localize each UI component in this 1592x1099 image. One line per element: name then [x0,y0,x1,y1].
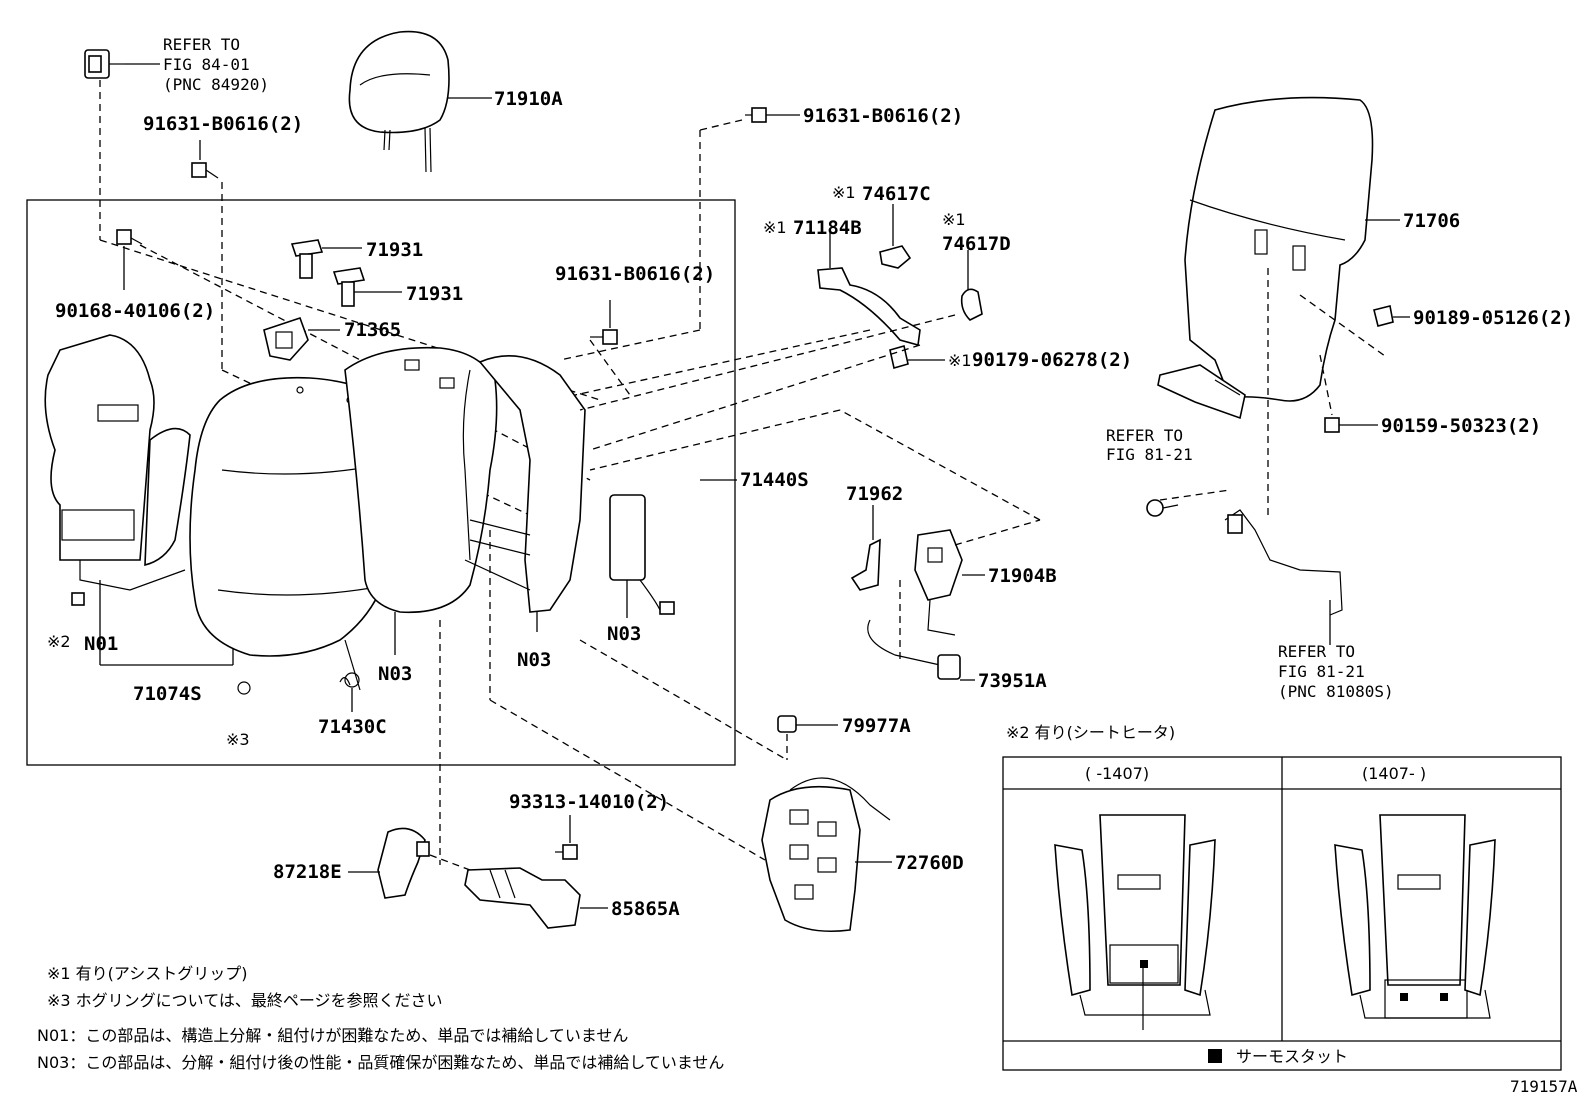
thermostat-marker [1440,993,1448,1001]
label-90168: 90168-40106(2) [55,300,215,322]
bolt-93313 [555,844,578,860]
motor-73951A [867,619,961,680]
heater-box-title: ※2 有り(シートヒータ) [1006,723,1175,742]
label-79977A: 79977A [842,715,911,737]
lumbar-plate-72760D [761,777,891,933]
clip-90179 [889,344,909,370]
seatback-pad-N03 [344,346,498,614]
lever-71962 [850,538,881,591]
label-90179: 90179-06278(2) [972,349,1132,371]
label-74617D: 74617D [942,233,1011,255]
screw-refer-81-21 [1146,499,1179,517]
refer-fig-81-21-b-l3: (PNC 81080S) [1278,682,1394,701]
bolt-91631-left [191,162,219,179]
label-71962: 71962 [846,483,903,505]
bolt-91631-top [745,107,767,123]
note-3: ※3 ホグリングについては、最終ページを参照ください [47,991,443,1010]
label-72760D: 72760D [895,852,964,874]
label-90179-mark: ※1 [948,351,972,370]
label-N03-c: N03 [607,623,641,645]
label-N03-a: N03 [378,663,412,685]
seat-heater-N01 [44,334,191,606]
label-71365: 71365 [344,319,401,341]
label-71910A: 71910A [494,88,563,110]
clip-79977A [777,715,797,733]
label-74617C-mark: ※1 [832,183,856,202]
label-mark-3: ※3 [226,730,250,749]
figure-id: 719157A [1510,1077,1578,1096]
label-N03-b: N03 [517,649,551,671]
seatback-assembly-frame [26,199,736,766]
refer-fig-81-21-a-l1: REFER TO [1106,426,1183,445]
bolt-91631-mid [590,329,618,345]
cover-74617C [879,245,912,269]
label-93313: 93313-14010(2) [509,791,669,813]
label-71931-a: 71931 [366,239,423,261]
label-91631-left: 91631-B0616(2) [143,113,303,135]
label-71440S: 71440S [740,469,809,491]
label-71904B: 71904B [988,565,1057,587]
label-N01-mark: ※2 [47,632,71,651]
lumbar-support-71904B [914,529,963,636]
heater-variant-left [1054,814,1216,1030]
thermostat-marker [1400,993,1408,1001]
label-71706: 71706 [1403,210,1460,232]
note-N01: N01：この部品は、構造上分解・組付けが困難なため、単品では補給していません [37,1026,628,1045]
label-71931-b: 71931 [406,283,463,305]
label-91631-mid: 91631-B0616(2) [555,263,715,285]
assist-grip-71184B [817,267,921,347]
refer-fig-81-21-a-l2: FIG 81-21 [1106,445,1193,464]
thermostat-legend: サーモスタット [1236,1047,1348,1066]
hog-ring-mark-3 [237,681,251,695]
refer-fig-84-01-l2: FIG 84-01 [163,55,250,74]
label-85865A: 85865A [611,898,680,920]
thermostat-legend-marker [1208,1049,1222,1063]
heater-col-left: ( -1407) [1085,764,1149,783]
label-71074S: 71074S [133,683,202,705]
bracket-71365 [263,316,309,361]
cover-74617D [960,288,983,321]
headrest-support-71931-b [332,267,366,307]
note-1: ※1 有り(アシストグリップ) [47,964,248,983]
side-airbag-N03 [609,494,675,615]
note-N03: N03：この部品は、分解・組付け後の性能・品質確保が困難なため、単品では補給して… [37,1053,724,1072]
label-87218E: 87218E [273,861,342,883]
screw-90159 [1324,417,1340,433]
refer-fig-81-21-b-l1: REFER TO [1278,642,1355,661]
label-N01: N01 [84,633,118,655]
label-74617D-mark: ※1 [942,210,966,229]
bolt-90168 [116,229,143,245]
seatback-board-71706 [1157,96,1374,420]
refer-fig-84-01-l1: REFER TO [163,35,240,54]
label-91631-top: 91631-B0616(2) [803,105,963,127]
heater-variant-right [1334,814,1496,1019]
label-90159: 90159-50323(2) [1381,415,1541,437]
refer-fig-84-01-l3: (PNC 84920) [163,75,269,94]
connector-84920 [84,49,125,79]
label-71184B: 71184B [793,217,862,239]
duct-87218E [377,827,430,899]
heater-col-right: (1407- ) [1362,764,1426,783]
label-71184B-mark: ※1 [763,218,787,237]
headrest-71910A [348,30,492,173]
headrest-support-71931-a [290,239,324,279]
seatback-frame-71440S [462,355,586,613]
blower-85865A [464,867,581,929]
hog-ring-71430C [339,672,360,688]
label-73951A: 73951A [978,670,1047,692]
refer-fig-81-21-b-l2: FIG 81-21 [1278,662,1365,681]
label-71430C: 71430C [318,716,387,738]
label-90189: 90189-05126(2) [1413,307,1573,329]
clip-90189 [1373,305,1394,327]
label-74617C: 74617C [862,183,931,205]
wire-harness-81080S [1224,509,1343,616]
thermostat-marker [1140,960,1148,968]
